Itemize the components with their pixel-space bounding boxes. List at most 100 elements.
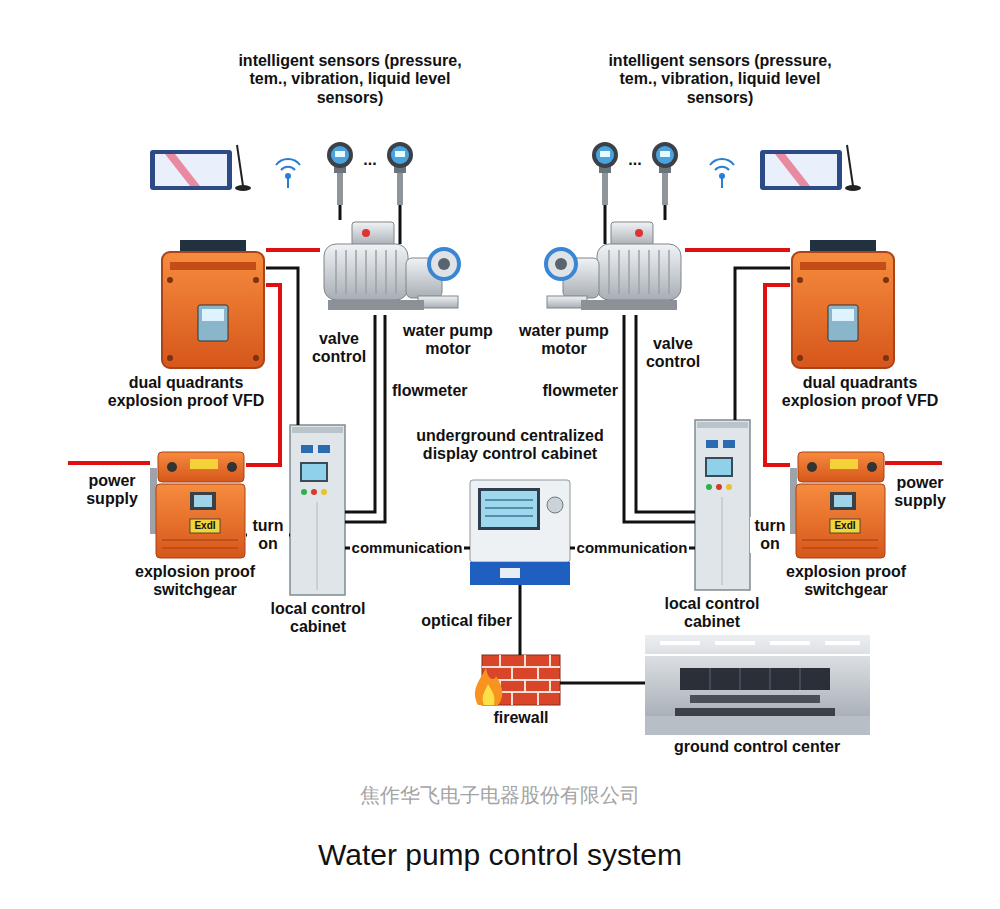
side-label: ... [628,151,641,169]
control-room-picture [715,641,755,645]
central-cabinet-picture [500,568,520,578]
pump-picture [324,222,459,310]
sensor-wire [400,205,605,244]
cabinet-picture [290,420,750,595]
side-label: ... [363,151,376,169]
switchgear-picture [790,452,885,558]
edge-label: optical fiber [421,612,512,630]
cabinet-picture [695,420,750,590]
node-label: explosion proof switchgear [127,563,263,600]
power-cable [266,248,320,252]
node-label: underground centralized display control … [402,427,618,464]
node-label: intelligent sensors (pressure, tem., vib… [598,52,843,107]
switchgear-picture [150,452,245,558]
control-room-picture [690,695,820,703]
sensor-icon [592,142,618,205]
display-terminal [150,145,251,191]
device-node: intelligent sensors (pressure, tem., vib… [583,140,687,205]
central-cabinet-picture [470,480,570,562]
display-terminal [760,145,861,191]
vfd-picture [162,240,264,368]
control-room-picture [645,635,870,735]
node-label: water pump motor [394,322,502,359]
signal-cable [735,268,790,420]
sensor-icon [387,142,413,205]
side-label: power supply [887,474,953,511]
edge-label: valve control [308,330,370,367]
node-label: water pump motor [510,322,618,359]
edge-label: communication [350,539,465,556]
power-cable [685,248,790,252]
device-node: water pump motor [320,220,462,315]
vfd-picture [792,240,894,368]
node-label: explosion proof switchgear [778,563,914,600]
control-room-picture [825,641,860,645]
device-node: firewall [482,655,560,705]
device-node: underground centralized display control … [470,480,570,585]
side-label: power supply [79,472,145,509]
signal-cable [519,585,522,655]
device-node: dual quadrants explosion proof VFD [160,240,266,370]
device-node: local control cabinet [695,420,750,590]
signal-cable [664,205,667,220]
power-wire [68,463,942,464]
control-room-picture [645,716,870,735]
display-terminal [150,145,861,191]
firewall-picture [483,684,495,705]
central-cabinet-picture [485,500,533,516]
control-room-picture [680,668,830,690]
control-room-picture [770,641,810,645]
power-cable [765,285,790,465]
device-node: intelligent sensors (pressure, tem., vib… [318,140,422,205]
control-room-picture [710,668,800,690]
central-cabinet-picture [547,497,563,513]
edge-label: turn on [750,517,790,554]
device-node: ground control center [645,635,870,735]
signal-cable [560,682,645,685]
device-node: dual quadrants explosion proof VFD [790,240,896,370]
firewall-picture [475,655,560,705]
edge-label: turn on [247,517,289,554]
sensor-icon [327,142,678,205]
sensor-wire [400,205,605,244]
edge-label: flowmeter [542,382,618,400]
pump-picture [324,222,681,310]
edge-label: flowmeter [392,382,468,400]
sensor-icon [327,142,353,205]
edge-label: valve control [642,335,704,372]
side-label: ExdI [834,520,855,532]
cabinet-picture [290,425,345,595]
sensor-icon [652,142,678,205]
central-cabinet-picture [470,562,570,585]
node-label: local control cabinet [657,595,767,632]
node-label: intelligent sensors (pressure, tem., vib… [228,52,473,107]
central-cabinet-picture [478,488,540,530]
watermark: 焦作华飞电子电器股份有限公司 [360,784,640,807]
signal-cable [339,205,342,220]
node-label: dual quadrants explosion proof VFD [100,374,272,411]
control-room-picture [645,635,870,735]
caption: Water pump control system [318,838,682,873]
signal-cable [266,268,298,425]
control-room-picture [675,708,835,716]
side-label: ExdI [194,520,215,532]
vfd-picture [162,240,894,368]
pump-picture [546,222,681,310]
device-node: water pump motor [543,220,685,315]
device-node: local control cabinet [290,425,345,595]
firewall-picture [475,668,502,705]
central-cabinet-picture [470,480,570,585]
node-label: local control cabinet [263,600,373,637]
wireless-symbol [276,159,300,188]
node-label: dual quadrants explosion proof VFD [774,374,946,411]
device-node: explosion proof switchgear [790,450,886,560]
wireless-symbol [710,159,734,188]
control-room-picture [645,654,870,656]
node-label: firewall [493,709,548,727]
edge-label: communication [575,539,690,556]
control-room-picture [660,641,700,645]
central-cabinet-picture [481,491,537,527]
